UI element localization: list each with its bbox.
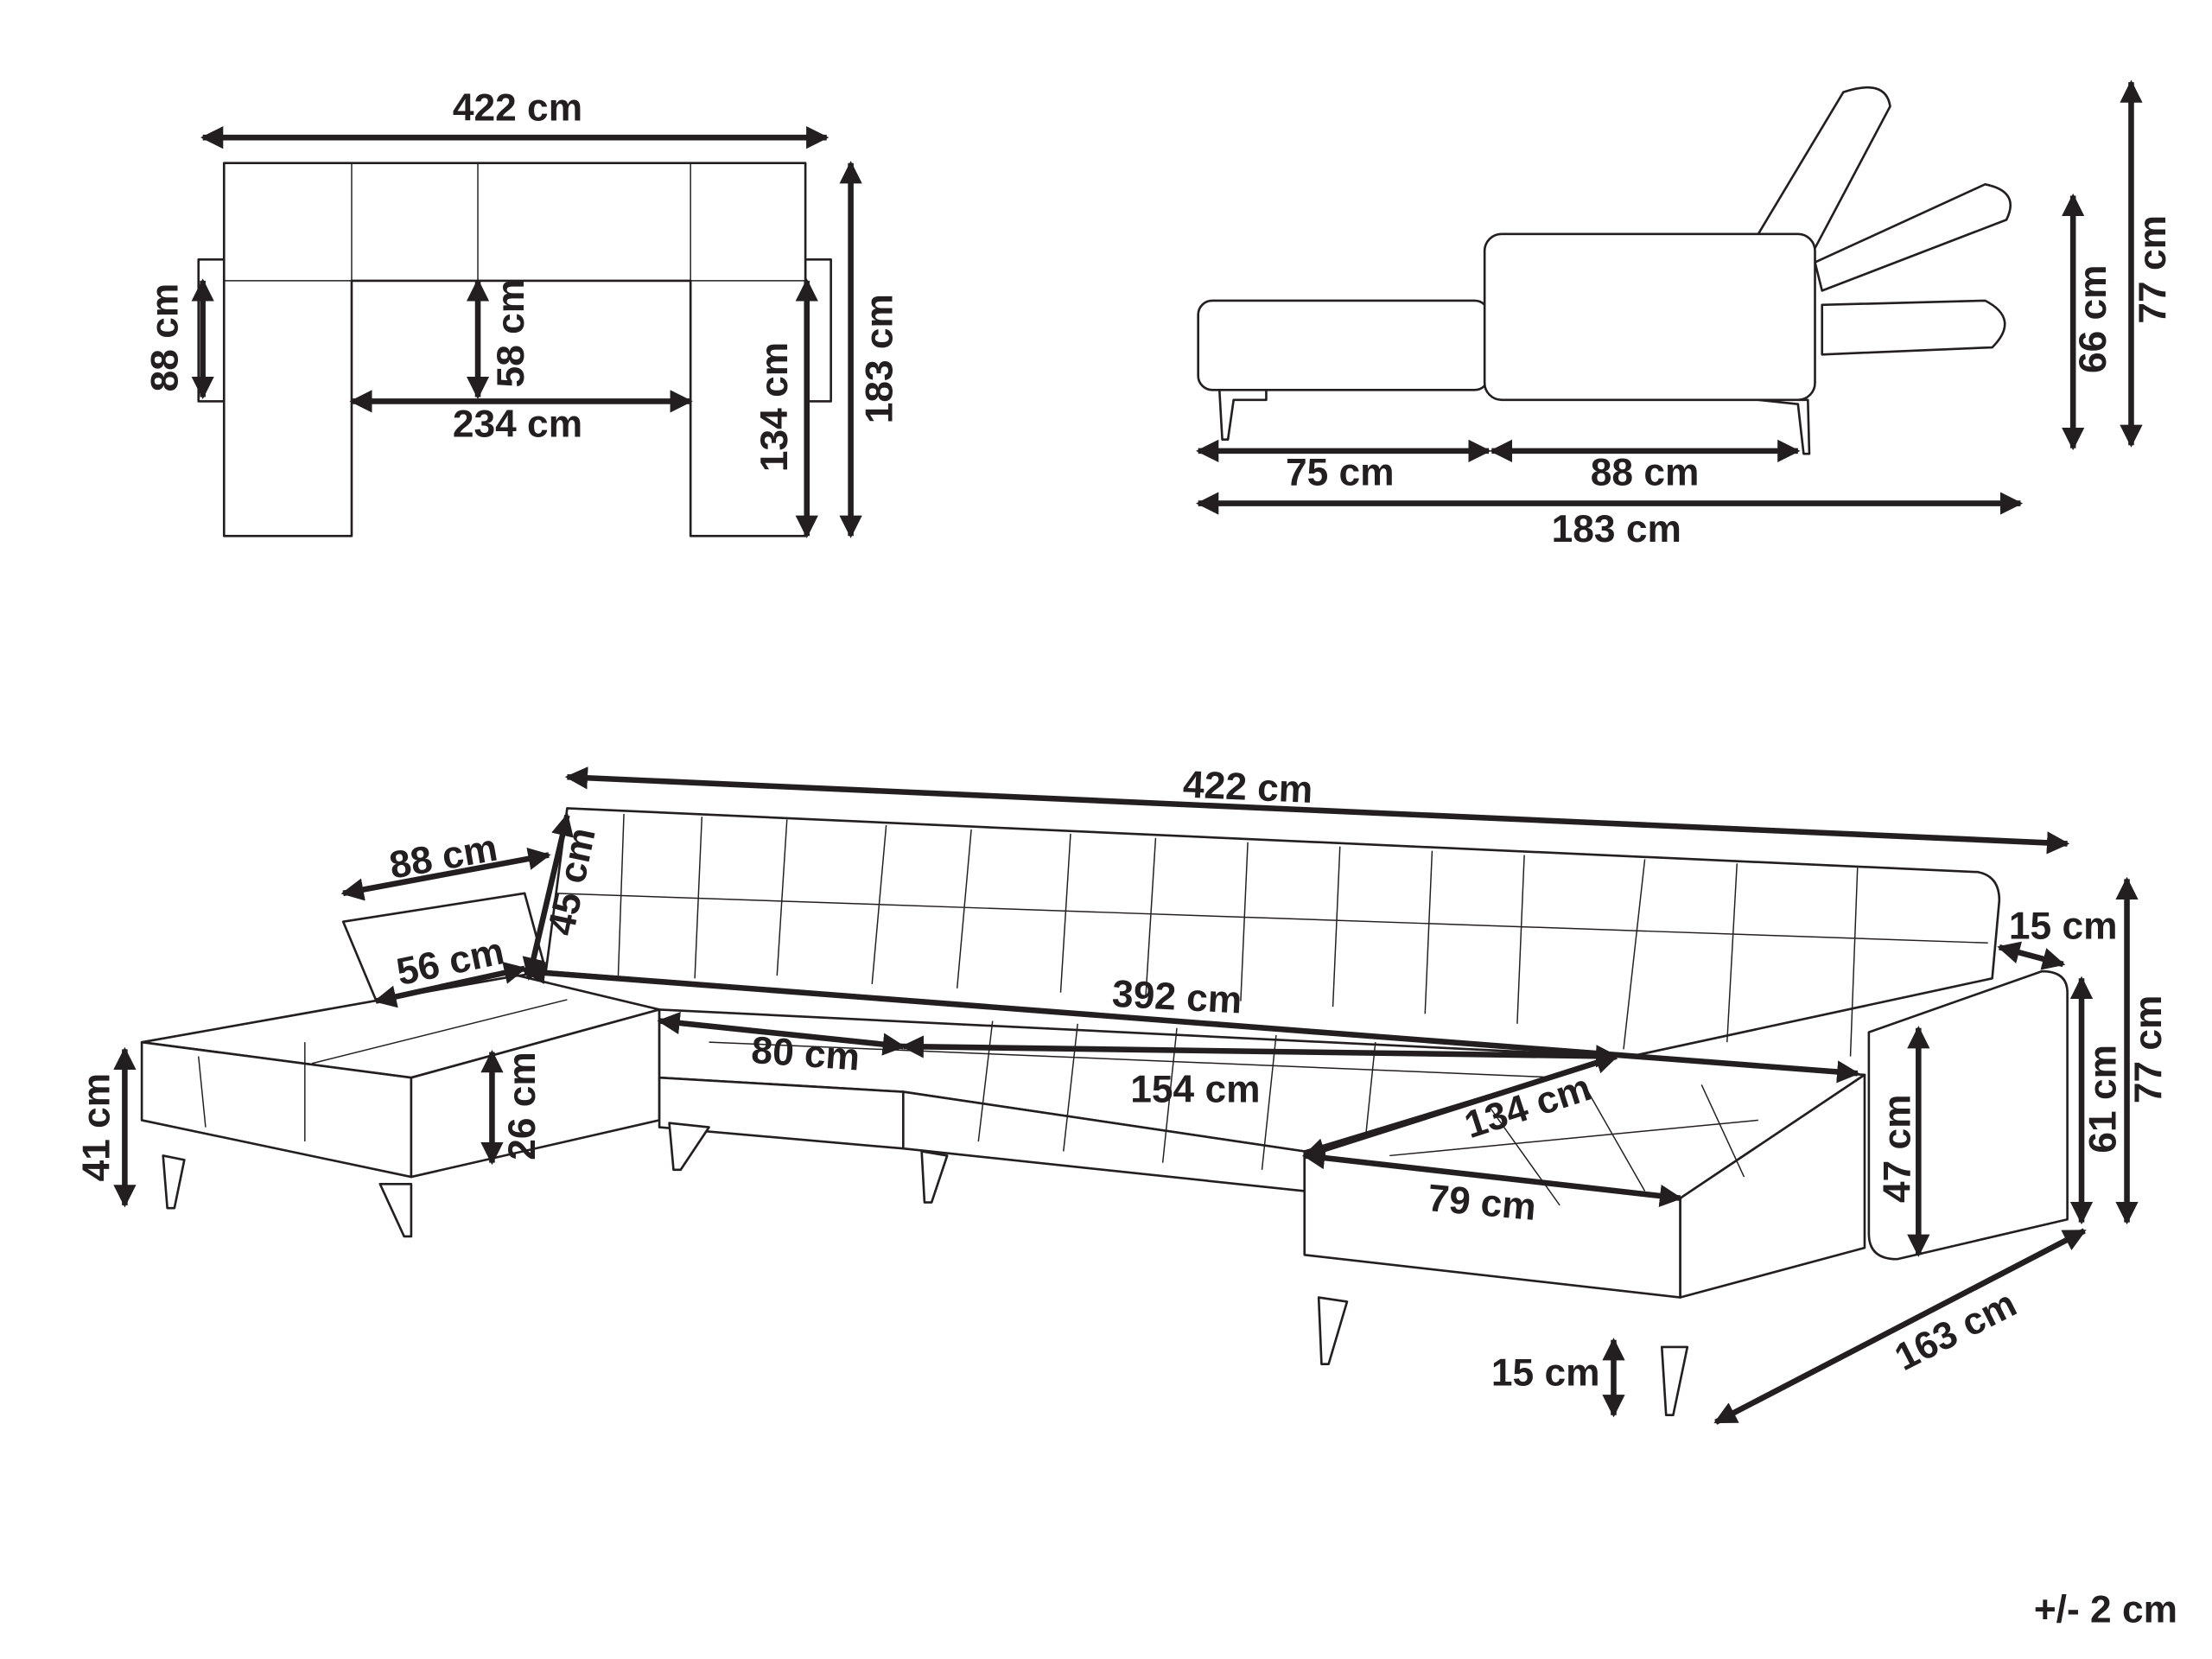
side-seat-length-label: 75 cm — [1286, 451, 1395, 493]
plan-width-label: 422 cm — [453, 87, 582, 130]
persp-leg-height-15-label: 15 cm — [1491, 1351, 1600, 1394]
perspective-view: 422 cm 88 cm 45 cm 56 cm 392 cm 80 cm 15… — [76, 764, 2170, 1425]
persp-arm-height-61-label: 61 cm — [2082, 1045, 2125, 1154]
persp-total-height-77-label: 77 cm — [2127, 995, 2170, 1104]
tolerance-note: +/- 2 cm — [2034, 1589, 2177, 1631]
plan-seat-depth-label: 58 cm — [490, 279, 532, 388]
plan-chaise-depth-label: 88 cm — [143, 283, 186, 392]
side-height-66-label: 66 cm — [2072, 264, 2114, 373]
plan-view: 422 cm 88 cm 58 cm 234 cm 134 cm 183 cm — [143, 87, 900, 538]
persp-seat-width-label: 392 cm — [1111, 973, 1243, 1022]
side-height-77-label: 77 cm — [2132, 215, 2174, 324]
persp-armrest-47-label: 47 cm — [1877, 1094, 1919, 1203]
persp-total-width-label: 422 cm — [1182, 764, 1313, 812]
side-back-length-label: 88 cm — [1591, 451, 1700, 493]
side-total-length-label: 183 cm — [1552, 508, 1681, 550]
persp-chaise-79-label: 79 cm — [1426, 1177, 1537, 1229]
plan-chaise-length-label: 134 cm — [753, 342, 796, 472]
persp-module-154-label: 154 cm — [1130, 1068, 1260, 1110]
persp-cushion-26-label: 26 cm — [501, 1052, 543, 1160]
side-view: 75 cm 88 cm 183 cm 66 cm 77 cm — [1196, 79, 2174, 550]
persp-arm-width-15-label: 15 cm — [2009, 906, 2118, 948]
persp-seat-height-41-label: 41 cm — [76, 1073, 118, 1182]
plan-inner-width-label: 234 cm — [453, 404, 582, 446]
persp-module-80-label: 80 cm — [750, 1029, 861, 1079]
plan-depth-label: 183 cm — [858, 294, 900, 423]
persp-armrest-length-label: 88 cm — [386, 827, 500, 887]
